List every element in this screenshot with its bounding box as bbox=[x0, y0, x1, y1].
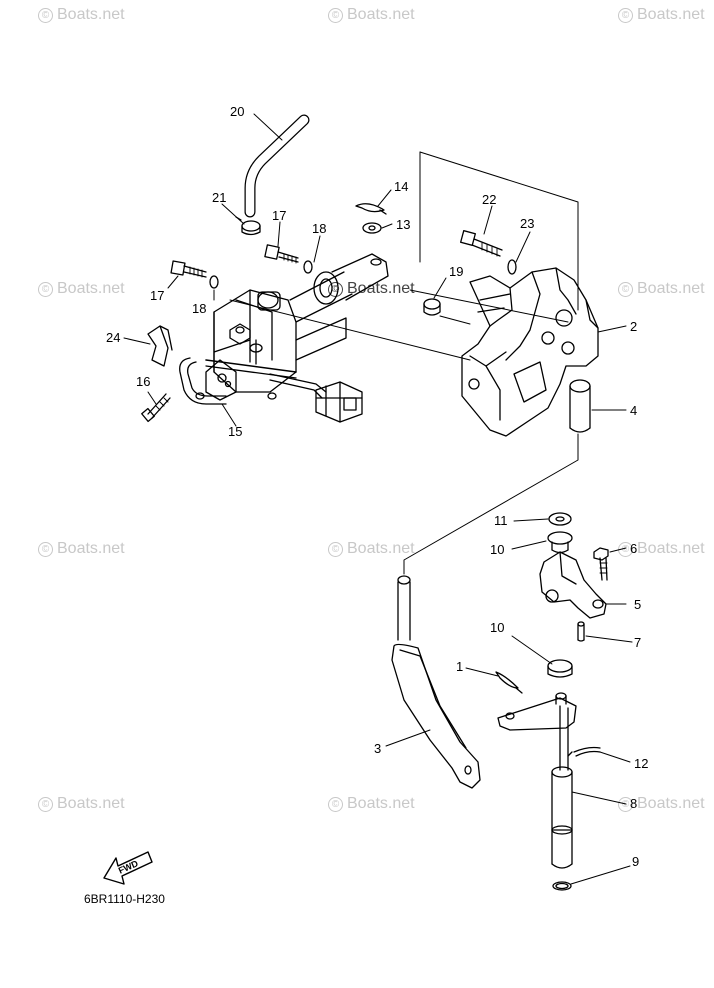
pin-7 bbox=[577, 621, 585, 642]
arm-5 bbox=[539, 551, 607, 619]
bush-10-upper bbox=[547, 531, 573, 554]
callout-1: 1 bbox=[456, 659, 464, 674]
figure-code: 6BR1110-H230 bbox=[84, 892, 165, 906]
callout-10: 10 bbox=[490, 542, 505, 557]
washer-18-upper bbox=[303, 260, 313, 274]
bolt-17-left bbox=[170, 260, 207, 278]
bolt-17-upper bbox=[264, 244, 299, 264]
leader-lines bbox=[123, 113, 633, 885]
watermark: ©Boats.net bbox=[38, 795, 125, 813]
callout-4: 4 bbox=[630, 403, 638, 418]
watermark: ©Boats.net bbox=[618, 280, 705, 298]
watermark: ©Boats.net bbox=[38, 6, 125, 24]
callout-22: 22 bbox=[482, 192, 497, 207]
watermark: ©Boats.net bbox=[618, 795, 705, 813]
callout-17: 17 bbox=[150, 288, 165, 303]
callout-21: 21 bbox=[212, 190, 227, 205]
callout-19: 19 bbox=[449, 264, 464, 279]
link-plate bbox=[497, 692, 577, 771]
callout-3: 3 bbox=[374, 741, 382, 756]
watermark: ©Boats.net bbox=[328, 6, 415, 24]
washer-13 bbox=[362, 222, 382, 234]
fwd-arrow-icon bbox=[103, 851, 153, 885]
callout-2: 2 bbox=[630, 319, 638, 334]
bush-10-lower bbox=[547, 659, 573, 678]
screw-16 bbox=[141, 393, 171, 423]
o-ring-9 bbox=[552, 881, 572, 891]
callout-23: 23 bbox=[520, 216, 535, 231]
clip-24 bbox=[147, 325, 173, 367]
callout-14: 14 bbox=[394, 179, 409, 194]
actuator-assembly-15 bbox=[179, 253, 389, 423]
callout-6: 6 bbox=[630, 541, 638, 556]
watermark: ©Boats.net bbox=[618, 6, 705, 24]
bolt-22 bbox=[460, 230, 503, 257]
callout-5: 5 bbox=[634, 597, 642, 612]
watermark: ©Boats.net bbox=[38, 540, 125, 558]
callout-9: 9 bbox=[632, 854, 640, 869]
watermark: ©Boats.net bbox=[328, 795, 415, 813]
split-pin-14 bbox=[355, 203, 387, 215]
hose-20 bbox=[244, 114, 310, 218]
shaft-8 bbox=[551, 766, 573, 869]
watermark: ©Boats.net bbox=[328, 540, 415, 558]
callout-18: 18 bbox=[192, 301, 207, 316]
callout-12: 12 bbox=[634, 756, 649, 771]
callout-7: 7 bbox=[634, 635, 642, 650]
callout-13: 13 bbox=[396, 217, 411, 232]
callout-24: 24 bbox=[106, 330, 121, 345]
washer-23 bbox=[507, 259, 517, 275]
callout-10: 10 bbox=[490, 620, 505, 635]
sleeve-4 bbox=[569, 379, 591, 433]
split-pin-1 bbox=[495, 671, 523, 694]
watermark: ©Boats.net bbox=[328, 280, 415, 298]
callout-11: 11 bbox=[494, 513, 508, 528]
callout-18: 18 bbox=[312, 221, 327, 236]
callout-8: 8 bbox=[630, 796, 638, 811]
collar-19 bbox=[423, 298, 441, 316]
lever-3 bbox=[391, 575, 481, 789]
washer-11 bbox=[548, 512, 572, 526]
pin-12 bbox=[567, 746, 601, 757]
bracket-2 bbox=[461, 267, 599, 437]
washer-18-left bbox=[209, 275, 219, 289]
watermark: ©Boats.net bbox=[38, 280, 125, 298]
bolt-6 bbox=[593, 547, 609, 581]
callout-16: 16 bbox=[136, 374, 151, 389]
watermark: ©Boats.net bbox=[618, 540, 705, 558]
callout-15: 15 bbox=[228, 424, 243, 439]
callout-20: 20 bbox=[230, 104, 245, 119]
callout-17: 17 bbox=[272, 208, 287, 223]
